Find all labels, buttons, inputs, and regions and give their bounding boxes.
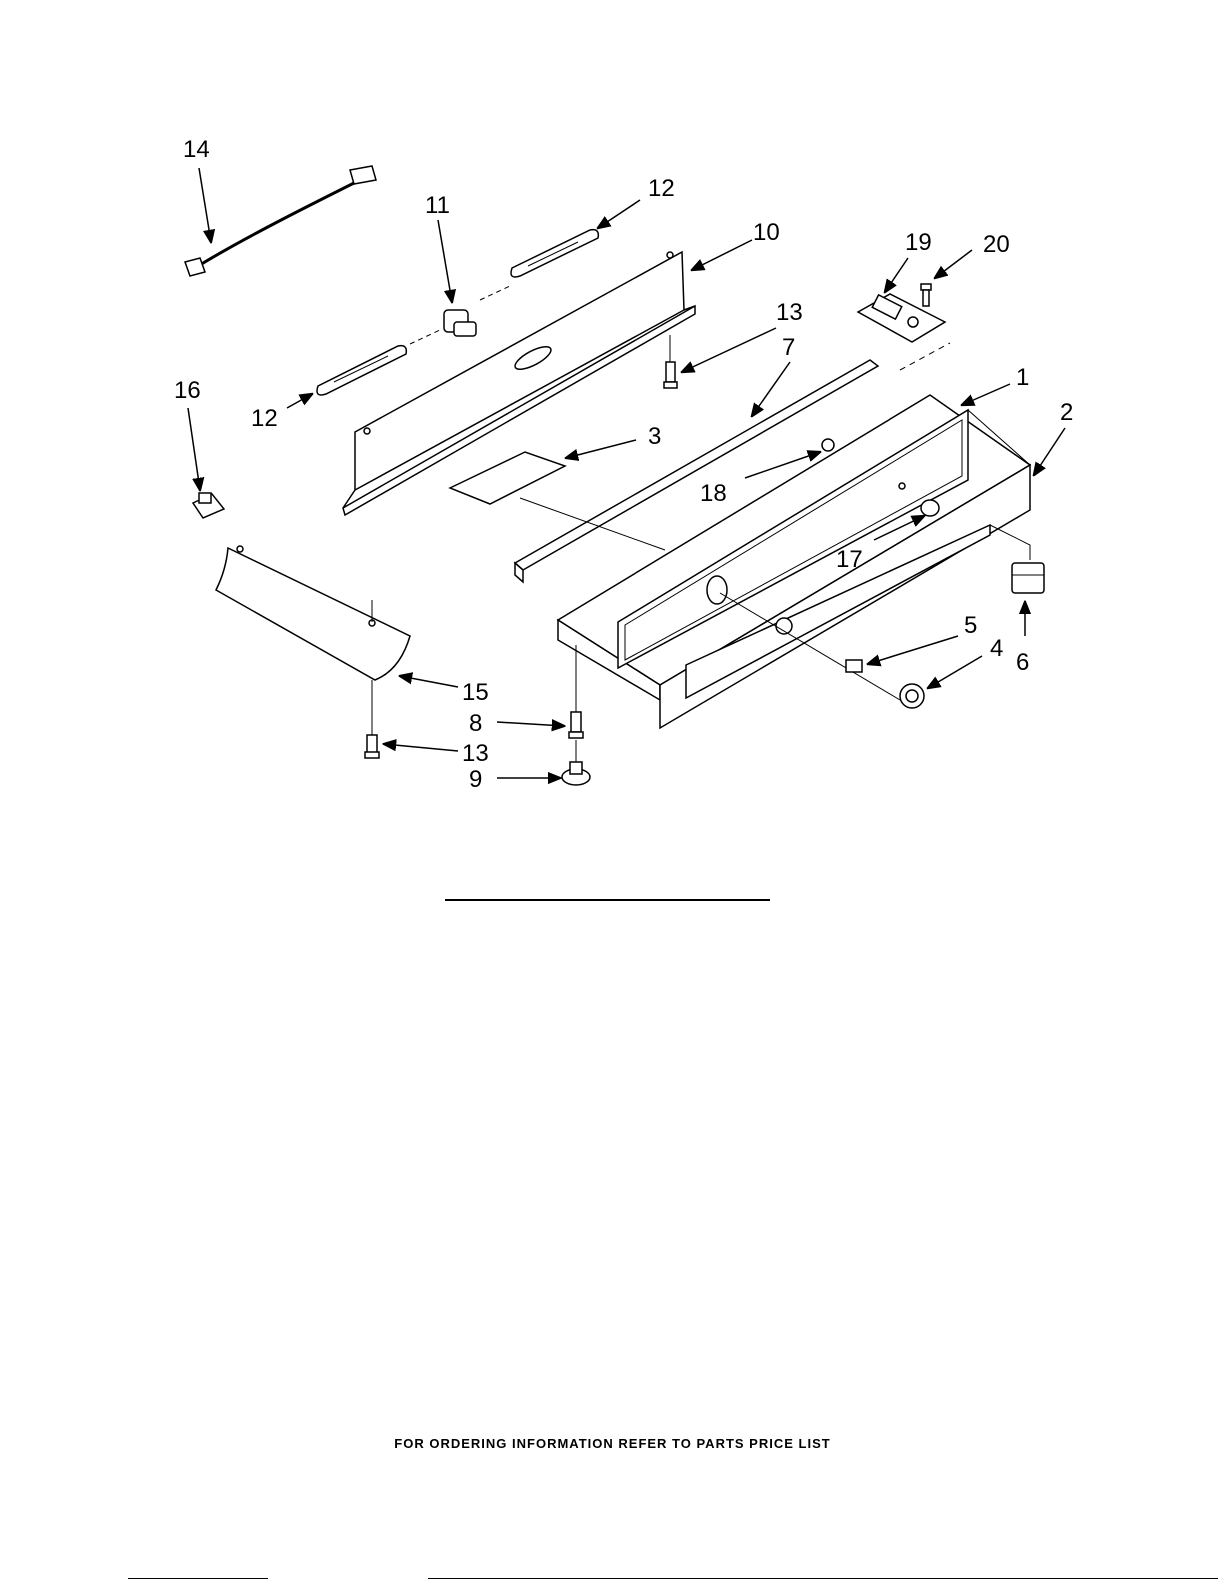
ordering-information-note: FOR ORDERING INFORMATION REFER TO PARTS … [0, 1436, 1225, 1451]
callout-13-upper: 13 [776, 299, 803, 326]
callout-20: 20 [983, 231, 1010, 258]
part-15-trim [216, 546, 410, 680]
callout-8: 8 [469, 710, 482, 737]
part-18-ring [822, 439, 834, 451]
callout-4: 4 [990, 635, 1003, 662]
callout-10: 10 [753, 219, 780, 246]
part-4-knob [900, 684, 924, 708]
title-rule [445, 899, 770, 901]
part-13-upper-screw [664, 335, 677, 388]
callout-12-lower: 12 [251, 405, 278, 432]
callout-17: 17 [836, 546, 863, 573]
part-9-foot [562, 740, 590, 785]
callout-19: 19 [905, 229, 932, 256]
part-12-upper-tube [511, 230, 598, 277]
callout-12-upper: 12 [648, 175, 675, 202]
part-1-console-housing [558, 395, 1030, 728]
callout-11: 11 [425, 192, 450, 219]
callout-1: 1 [1016, 364, 1029, 391]
callout-2: 2 [1060, 399, 1073, 426]
part-14-wire-harness [185, 166, 376, 276]
callout-13-lower: 13 [462, 740, 489, 767]
part-12-lower-tube [317, 330, 440, 395]
part-17-lamp [921, 500, 939, 516]
callout-7: 7 [782, 334, 795, 361]
callout-6: 6 [1016, 649, 1029, 676]
callout-9: 9 [469, 766, 482, 793]
part-8-screw [569, 645, 583, 738]
part-20-screw [921, 284, 931, 306]
part-16-clip [193, 493, 224, 518]
callout-5: 5 [964, 612, 977, 639]
part-6-switch [1012, 563, 1044, 593]
part-19-bracket [858, 294, 945, 342]
part-13-lower-screw [365, 680, 379, 758]
callout-15: 15 [462, 679, 489, 706]
callout-3: 3 [648, 423, 661, 450]
callout-14: 14 [183, 136, 210, 163]
callout-18: 18 [700, 480, 727, 507]
part-11-clip [444, 286, 510, 336]
page-bottom-rules [0, 1574, 1225, 1585]
callout-16: 16 [174, 377, 201, 404]
